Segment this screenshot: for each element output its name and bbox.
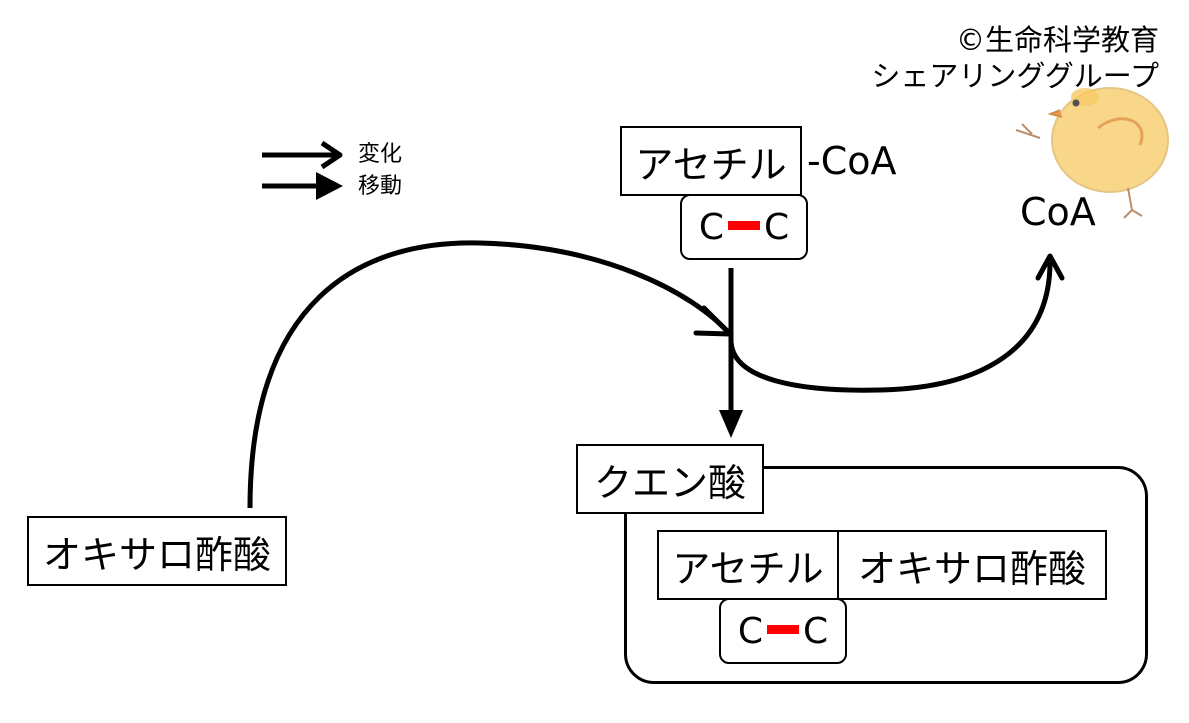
citrate-title-box: クエン酸 xyxy=(576,444,764,514)
credit-text: ©生命科学教育 シェアリンググループ xyxy=(871,22,1159,94)
released-coa-label: CoA xyxy=(1020,190,1096,234)
citrate-carbon-left: C xyxy=(737,610,763,652)
acetyl-box: アセチル xyxy=(620,126,802,196)
oxaloacetate-box: オキサロ酢酸 xyxy=(27,516,287,586)
coa-suffix-label: -CoA xyxy=(807,139,897,183)
credit-line-2: シェアリンググループ xyxy=(871,59,1159,93)
citrate-carbon-bond xyxy=(767,624,799,634)
citrate-acetyl-label: アセチル xyxy=(672,546,824,591)
legend-move-label: 移動 xyxy=(358,174,403,199)
chick-illustration xyxy=(1015,87,1169,219)
oxaloacetate-arrow-head xyxy=(693,305,733,337)
citrate-title: クエン酸 xyxy=(593,460,746,505)
oxaloacetate-label: オキサロ酢酸 xyxy=(42,532,271,577)
coa-arrow-head xyxy=(1035,253,1065,281)
citrate-acetyl-box: アセチル xyxy=(657,530,839,600)
acetyl-to-citrate-arrow-head xyxy=(719,410,743,438)
citrate-oxaloacetate-box: オキサロ酢酸 xyxy=(837,530,1107,600)
acetyl-carbon-left: C xyxy=(698,206,724,248)
oxaloacetate-to-junction-arrow xyxy=(247,240,732,509)
acetyl-carbon-right: C xyxy=(764,206,790,248)
acetyl-label: アセチル xyxy=(635,142,787,187)
junction-to-coa-arrow xyxy=(728,261,1053,393)
acetyl-carbon-box: C C xyxy=(680,194,808,260)
citrate-oxaloacetate-label: オキサロ酢酸 xyxy=(857,546,1086,591)
legend-change-label: 変化 xyxy=(358,142,403,167)
credit-line-1: ©生命科学教育 xyxy=(955,23,1159,57)
acetyl-carbon-bond xyxy=(728,220,760,230)
citrate-carbon-right: C xyxy=(803,610,829,652)
citrate-carbon-box: C C xyxy=(719,598,847,664)
